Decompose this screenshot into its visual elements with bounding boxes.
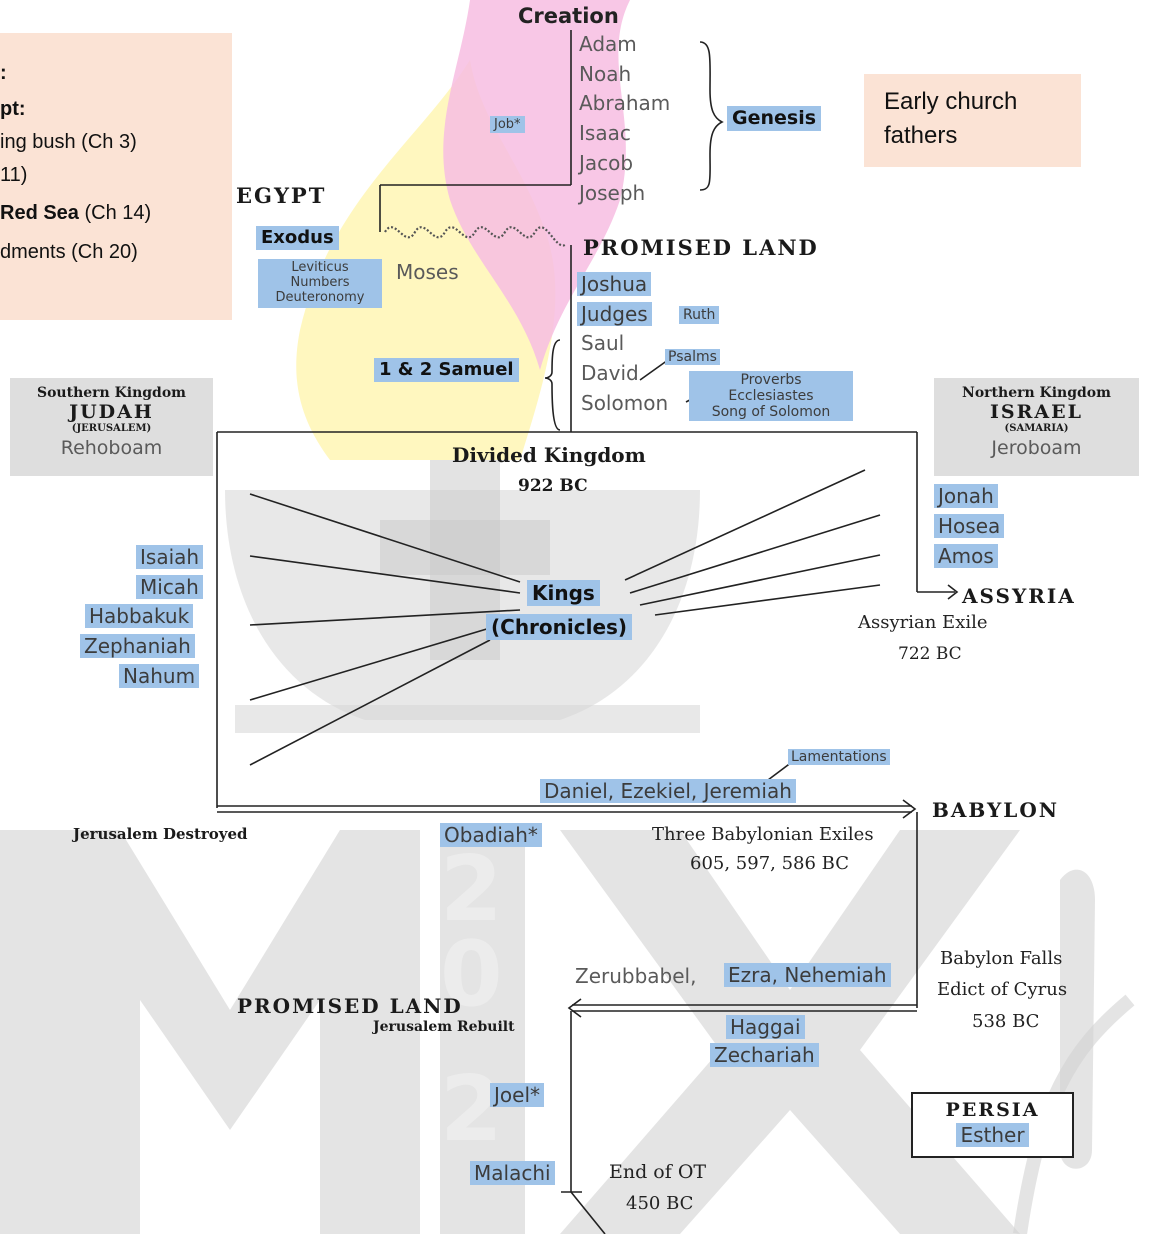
books-exile-prophets: Daniel, Ezekiel, Jeremiah: [540, 779, 796, 803]
book-amos: Amos: [934, 544, 998, 568]
southern-kingdom-box: Southern Kingdom JUDAH (JERUSALEM) Rehob…: [10, 378, 213, 476]
kingdom-capital: (SAMARIA): [1004, 423, 1069, 434]
note-line: ing bush (Ch 3): [0, 131, 137, 153]
book-ecclesiastes: Ecclesiastes: [728, 388, 814, 405]
book-haggai: Haggai: [726, 1015, 805, 1039]
books-ezra-nehemiah: Ezra, Nehemiah: [724, 963, 891, 987]
book-judges: Judges: [577, 302, 652, 326]
book-zephaniah: Zephaniah: [80, 634, 195, 658]
book-kings: Kings: [527, 580, 600, 606]
book-psalms: Psalms: [665, 349, 720, 365]
patriarch-name: Abraham: [579, 91, 671, 115]
assyrian-exile-label: Assyrian Exile: [858, 612, 988, 633]
note-line: 11): [0, 164, 28, 186]
book-genesis: Genesis: [727, 106, 822, 131]
book-numbers: Numbers: [290, 274, 350, 290]
person-david: David: [581, 361, 639, 385]
books-pentateuch: Leviticus Numbers Deuteronomy: [258, 259, 382, 308]
kingdom-name: JUDAH: [69, 401, 154, 423]
book-samuel: 1 & 2 Samuel: [374, 358, 519, 382]
person-saul: Saul: [581, 331, 625, 355]
book-jonah: Jonah: [934, 484, 998, 508]
end-of-ot-date: 450 BC: [626, 1193, 694, 1214]
patriarch-name: Jacob: [579, 151, 634, 175]
patriarch-name: Joseph: [579, 181, 646, 205]
church-fathers-note: Early church fathers: [864, 74, 1081, 167]
book-obadiah: Obadiah*: [440, 823, 542, 847]
patriarch-name: Adam: [579, 32, 637, 56]
region-persia: PERSIA: [945, 1099, 1040, 1121]
kingdom-title: Southern Kingdom: [36, 385, 186, 401]
book-job: Job*: [490, 116, 525, 133]
year-digit-watermark: 0: [440, 922, 503, 1027]
babylon-falls-line: Edict of Cyrus: [937, 979, 1068, 1000]
book-song-of-solomon: Song of Solomon: [711, 404, 831, 421]
book-chronicles: (Chronicles): [486, 614, 633, 640]
book-exodus: Exodus: [256, 226, 339, 250]
book-habbakuk: Habbakuk: [85, 604, 194, 628]
book-micah: Micah: [136, 575, 203, 599]
book-joel: Joel*: [490, 1083, 544, 1107]
person-zerubbabel: Zerubbabel,: [575, 964, 697, 988]
book-joshua: Joshua: [577, 272, 652, 296]
book-esther: Esther: [956, 1123, 1029, 1147]
book-ruth: Ruth: [679, 306, 720, 324]
end-of-ot-label: End of OT: [609, 1161, 707, 1183]
kingdom-capital: (JERUSALEM): [71, 423, 152, 434]
book-leviticus: Leviticus: [291, 260, 349, 275]
person-moses: Moses: [396, 260, 459, 284]
books-wisdom: Proverbs Ecclesiastes Song of Solomon: [689, 371, 853, 422]
note-right-line: fathers: [884, 122, 958, 149]
kingdom-king: Jeroboam: [991, 437, 1082, 459]
book-lamentations: Lamentations: [788, 749, 890, 765]
patriarch-name: Isaac: [579, 121, 631, 145]
jerusalem-rebuilt-label: Jerusalem Rebuilt: [373, 1019, 515, 1035]
babylon-falls-line: Babylon Falls: [940, 948, 1063, 969]
cross-horizontal: [380, 520, 550, 575]
note-bold-text: Red Sea: [0, 202, 79, 224]
year-digit-watermark: 2: [440, 837, 503, 942]
persia-box: PERSIA Esther: [911, 1092, 1074, 1158]
note-line: pt:: [0, 98, 26, 120]
book-isaiah: Isaiah: [136, 545, 204, 569]
region-promised-land-return: PROMISED LAND: [237, 994, 463, 1018]
assyrian-exile-date: 722 BC: [898, 644, 962, 664]
book-proverbs: Proverbs: [740, 372, 802, 388]
book-hosea: Hosea: [934, 514, 1005, 538]
note-line-red-sea: Red Sea (Ch 14): [0, 203, 151, 223]
creation-label: Creation: [518, 4, 619, 28]
region-assyria: ASSYRIA: [962, 584, 1076, 608]
book-deuteronomy: Deuteronomy: [275, 289, 365, 305]
cattail-stem: [1013, 994, 1135, 1234]
book-malachi: Malachi: [470, 1161, 555, 1185]
book-zechariah: Zechariah: [710, 1043, 819, 1067]
northern-kingdom-box: Northern Kingdom ISRAEL (SAMARIA) Jerobo…: [934, 378, 1139, 476]
person-solomon: Solomon: [581, 391, 669, 415]
year-digit-watermark: 2: [440, 1057, 503, 1162]
divided-kingdom-title: Divided Kingdom: [452, 443, 646, 467]
babylonian-exiles-label: Three Babylonian Exiles: [652, 824, 874, 845]
divided-kingdom-date: 922 BC: [518, 476, 588, 496]
region-promised-land: PROMISED LAND: [583, 235, 819, 260]
exodus-notes-box: : pt: ing bush (Ch 3) 11) Red Sea (Ch 14…: [0, 33, 232, 320]
kingdom-name: ISRAEL: [990, 401, 1083, 423]
book-nahum: Nahum: [119, 664, 200, 688]
chalice-base: [235, 705, 700, 733]
babylon-falls-line: 538 BC: [972, 1011, 1040, 1032]
kingdom-title: Northern Kingdom: [962, 385, 1111, 401]
babylonian-exiles-dates: 605, 597, 586 BC: [690, 853, 850, 874]
region-egypt: EGYPT: [236, 183, 327, 208]
note-rest-text: (Ch 14): [78, 202, 152, 224]
note-right-line: Early church: [884, 88, 1018, 115]
region-babylon: BABYLON: [932, 798, 1060, 822]
jerusalem-destroyed-label: Jerusalem Destroyed: [73, 825, 248, 843]
patriarch-name: Noah: [579, 62, 632, 86]
letter-m-shape: [0, 830, 420, 1234]
note-line: :: [0, 62, 7, 84]
kingdom-king: Rehoboam: [60, 437, 163, 459]
note-line: dments (Ch 20): [0, 241, 138, 263]
